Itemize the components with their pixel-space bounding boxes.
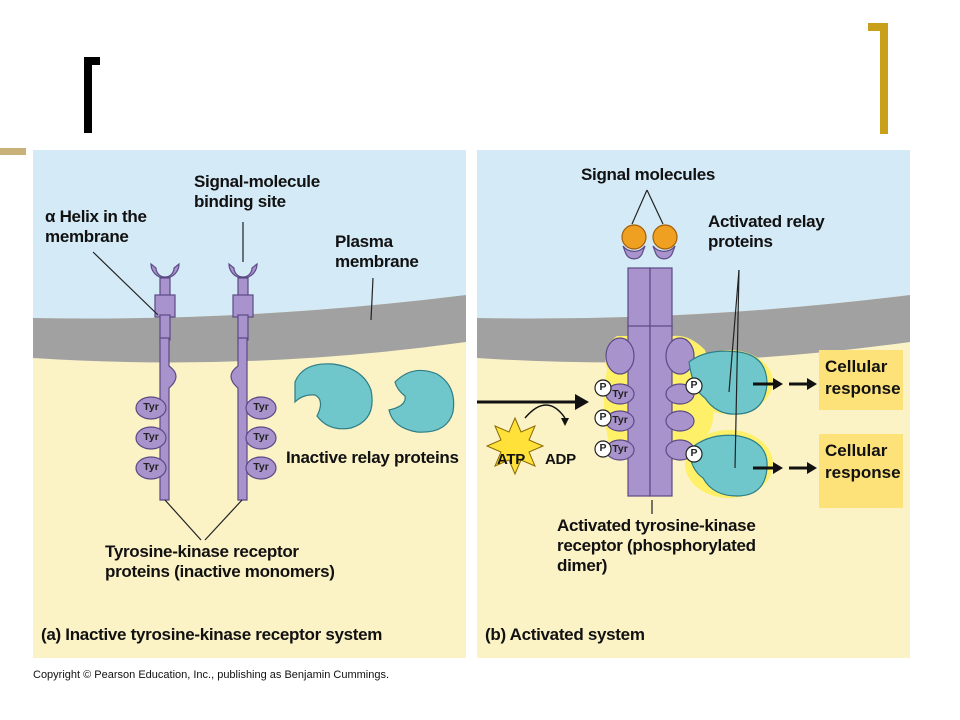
panel-inactive-system: Tyr Tyr Tyr Tyr Tyr Tyr α Helix in the m… (33, 150, 466, 658)
label-atp: ATP (497, 451, 525, 468)
extracellular-region (477, 150, 910, 319)
phosphate-label: P (599, 411, 607, 423)
receptor-monomer-2 (228, 262, 277, 501)
label-alpha-helix: α Helix in the membrane (45, 207, 147, 246)
title-bracket-right (868, 23, 888, 134)
tyr-label: Tyr (612, 443, 628, 455)
tyr-label: Tyr (612, 414, 628, 426)
atp-burst (485, 416, 545, 476)
tyr-label: Tyr (253, 431, 269, 443)
activated-relay-protein-2 (688, 434, 768, 497)
panel-b-caption: (b) Activated system (485, 625, 645, 644)
tyr-label: Tyr (253, 401, 269, 413)
label-inactive-relay-proteins: Inactive relay proteins (286, 448, 459, 467)
label-binding-site: Signal-molecule binding site (194, 172, 320, 211)
label-adp: ADP (545, 451, 576, 468)
activated-relay-protein-1 (688, 350, 768, 415)
phosphate-label: P (690, 379, 698, 391)
slide-accent-tick (0, 148, 26, 155)
panel-b-arrows (477, 378, 817, 474)
label-plasma-membrane: Plasma membrane (335, 232, 419, 271)
receptor-monomer-1 (135, 262, 180, 501)
signal-molecule-1 (621, 224, 647, 250)
label-receptor-proteins: Tyrosine-kinase receptor proteins (inact… (105, 542, 335, 581)
cellular-response-box-1: Cellular response (819, 350, 903, 410)
inactive-relay-protein-2 (388, 369, 455, 433)
copyright-notice: Copyright © Pearson Education, Inc., pub… (33, 669, 390, 681)
tyr-label: Tyr (612, 388, 628, 400)
phosphate-label: P (599, 381, 607, 393)
phosphate-groups (594, 377, 703, 463)
inactive-relay-protein-1 (294, 363, 373, 430)
receptor-dimer (605, 245, 695, 497)
label-activated-relay-proteins: Activated relay proteins (708, 212, 825, 251)
cellular-response-box-2: Cellular response (819, 434, 903, 508)
label-signal-molecules: Signal molecules (581, 165, 716, 184)
extracellular-region (33, 150, 466, 319)
panel-a-caption: (a) Inactive tyrosine-kinase receptor sy… (41, 625, 383, 644)
title-bracket-left (84, 57, 100, 133)
tyr-label: Tyr (143, 401, 159, 413)
plasma-membrane-band (33, 295, 466, 363)
label-activated-receptor: Activated tyrosine-kinase receptor (phos… (557, 516, 756, 575)
atp-adp-arc (524, 404, 566, 419)
phosphate-label: P (599, 442, 607, 454)
phosphate-label: P (690, 447, 698, 459)
panel-a-leader-lines (92, 222, 374, 541)
panel-a-illustration (33, 150, 466, 658)
plasma-membrane-band (477, 295, 910, 363)
tyr-label: Tyr (143, 461, 159, 473)
tyr-label: Tyr (253, 461, 269, 473)
tyr-label: Tyr (143, 431, 159, 443)
signal-molecule-2 (652, 224, 678, 250)
atp-adp-arrowhead (561, 418, 569, 426)
panel-b-leader-lines (631, 189, 740, 514)
panel-activated-system: Tyr Tyr Tyr P P P P P ATP ADP Signal mol… (477, 150, 910, 658)
